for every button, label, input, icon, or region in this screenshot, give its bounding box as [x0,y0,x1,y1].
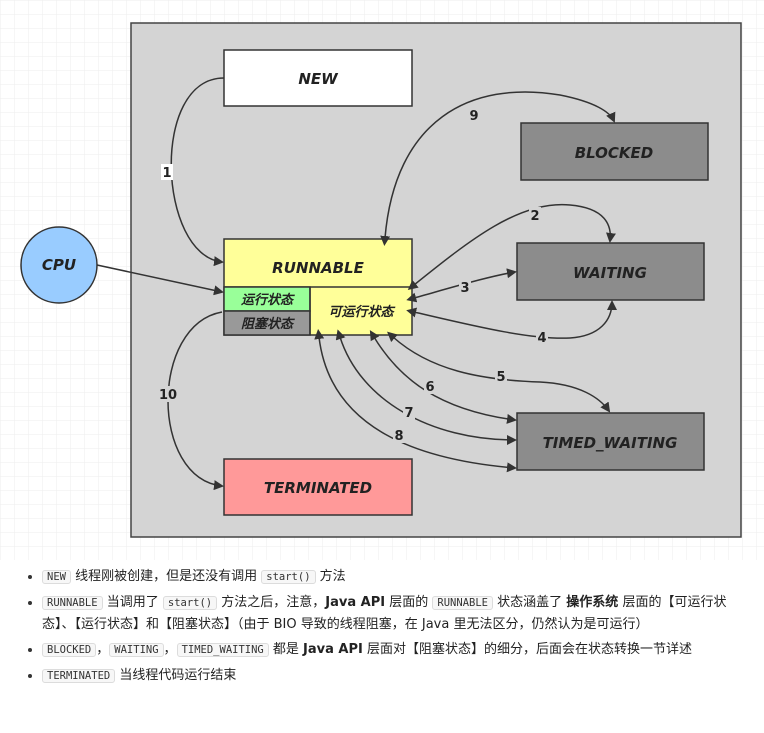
edge-label-2: 2 [530,209,539,224]
state-blocked-label: BLOCKED [575,144,654,162]
state-runnable-label: RUNNABLE [272,259,364,277]
edge-label-5: 5 [496,370,505,385]
substate-ready-label: 可运行状态 [328,304,395,320]
edge-8 [314,329,517,473]
state-new: NEW [223,49,413,107]
edge-label-4: 4 [537,331,546,346]
state-terminated-label: TERMINATED [264,479,372,497]
edge-label-6: 6 [425,380,434,395]
note-terminated: TERMINATED 当线程代码运行结束 [42,665,754,687]
state-terminated: TERMINATED [223,458,413,516]
edge-label-8: 8 [394,429,403,444]
edge-label-9: 9 [469,109,478,124]
edge-label-3: 3 [460,281,469,296]
edge-label-1: 1 [162,166,171,181]
code-new: NEW [42,570,71,584]
note-blocked-waiting: BLOCKED，WAITING，TIMED_WAITING 都是 Java AP… [42,639,754,661]
thread-state-diagram: NEW BLOCKED RUNNABLE 运行状态 阻塞状态 可运行状态 WAI… [0,0,764,560]
note-new: NEW 线程刚被创建，但是还没有调用 start() 方法 [42,566,754,588]
cpu-node: CPU [20,226,98,304]
substate-running-label: 运行状态 [241,292,295,308]
edge-label-7: 7 [404,406,413,421]
notes-list: NEW 线程刚被创建，但是还没有调用 start() 方法 RUNNABLE 当… [22,566,754,691]
note-runnable: RUNNABLE 当调用了 start() 方法之后，注意，Java API 层… [42,592,754,635]
edge-9 [380,91,616,246]
edge-label-10: 10 [159,388,177,403]
substate-blocking-label: 阻塞状态 [241,316,295,332]
state-timed-waiting-label: TIMED_WAITING [543,434,678,452]
edge-cpu [96,264,224,296]
state-timed-waiting: TIMED_WAITING [516,412,705,471]
state-waiting: WAITING [516,242,705,301]
edge-2 [407,203,616,291]
state-blocked: BLOCKED [520,122,709,181]
state-new-label: NEW [298,70,339,88]
state-waiting-label: WAITING [573,264,647,282]
cpu-label: CPU [42,256,76,274]
state-runnable: RUNNABLE 运行状态 阻塞状态 可运行状态 [223,238,413,336]
